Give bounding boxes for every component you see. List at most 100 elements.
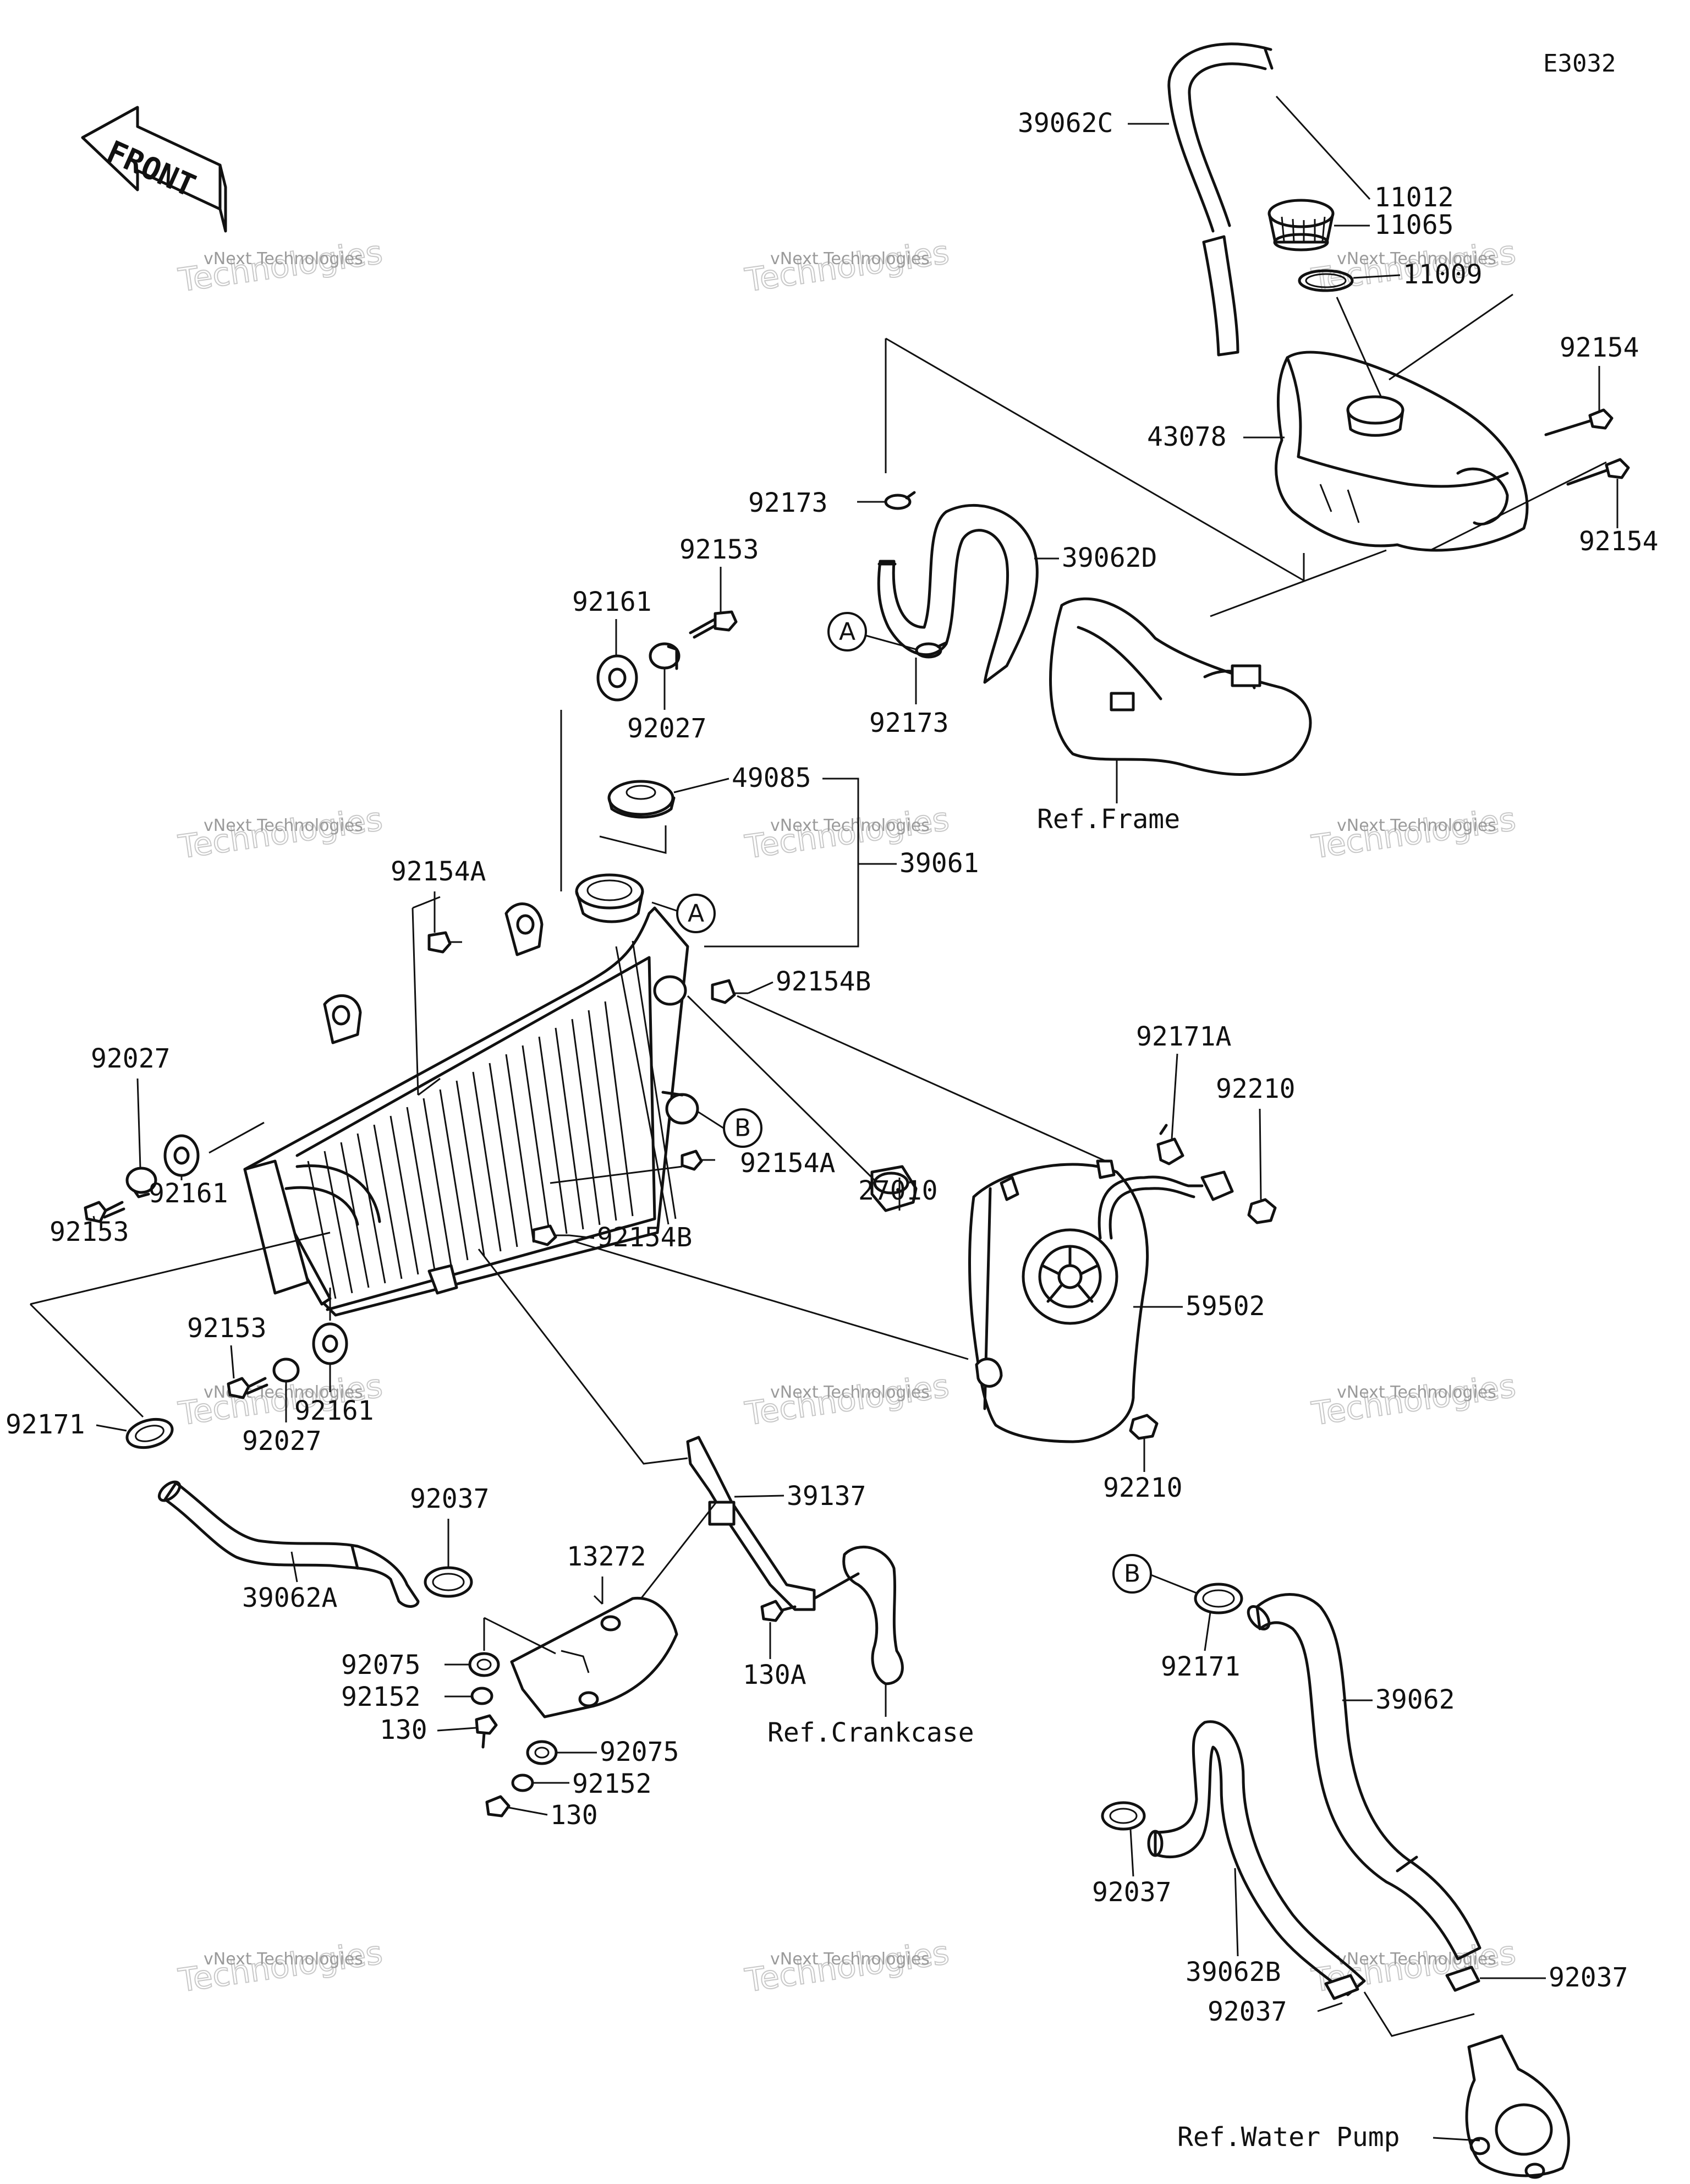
svg-text:vNext Technologies: vNext Technologies	[770, 249, 930, 269]
clamp-icon	[1101, 1801, 1146, 1831]
clamp-icon	[884, 491, 916, 510]
svg-text:vNext Technologies: vNext Technologies	[770, 1950, 930, 1969]
overflow-hose-39062c	[1167, 42, 1274, 357]
label-49085: 49085	[732, 763, 811, 793]
guard-13272	[510, 1596, 678, 1718]
bolt-icon	[1566, 458, 1630, 486]
clamp-icon	[1194, 1583, 1243, 1614]
ref-frame-label: Ref.Frame	[1037, 804, 1180, 835]
stay-39137	[686, 1436, 816, 1611]
label-92154b: 92154B	[776, 966, 871, 997]
label-92171: 92171	[1161, 1651, 1241, 1682]
collar-92027	[649, 642, 681, 670]
bolt-icon	[1544, 408, 1614, 436]
svg-text:vNext Technologies: vNext Technologies	[770, 816, 930, 835]
callout-b: B	[723, 1108, 762, 1148]
radiator-cap-49085	[607, 780, 676, 819]
water-pump	[1465, 2034, 1570, 2179]
svg-text:vNext Technologies: vNext Technologies	[204, 1950, 363, 1969]
svg-text:vNext Technologies: vNext Technologies	[204, 249, 363, 269]
cooling-fan-59502	[968, 1159, 1234, 1443]
label-39062b: 39062B	[1186, 1957, 1281, 1988]
svg-text:B: B	[734, 1114, 751, 1142]
clamp-icon	[1445, 1966, 1480, 1992]
svg-text:vNext Technologies: vNext Technologies	[1337, 1383, 1496, 1402]
label-92027: 92027	[91, 1043, 171, 1074]
watermark: Technologies vNext Technologies	[742, 1366, 952, 1433]
watermark: Technologies vNext Technologies	[742, 233, 952, 299]
label-39062a: 39062A	[242, 1583, 337, 1613]
grommet-92161	[596, 654, 638, 702]
grommet-92075	[526, 1740, 558, 1765]
callout-b: B	[1112, 1554, 1152, 1594]
hose-39062a	[157, 1480, 420, 1608]
label-39137: 39137	[787, 1481, 866, 1512]
bracket-crankcase	[813, 1545, 904, 1685]
label-92153: 92153	[50, 1217, 129, 1247]
label-92171a: 92171A	[1136, 1021, 1231, 1052]
label-11012: 11012	[1374, 182, 1454, 213]
label-92154: 92154	[1579, 526, 1659, 557]
clamp-icon	[915, 641, 948, 659]
diagram-code: E3032	[1543, 50, 1616, 78]
label-92154a: 92154A	[740, 1148, 835, 1179]
bolt-icon	[427, 931, 462, 954]
ref-crankcase-label: Ref.Crankcase	[767, 1717, 974, 1748]
label-11065: 11065	[1374, 210, 1454, 240]
label-92152: 92152	[572, 1769, 652, 1799]
reservoir-tank-43078	[1275, 351, 1529, 552]
radiator-39061	[243, 873, 699, 1317]
label-92173: 92173	[748, 488, 828, 518]
frame-bracket	[1049, 597, 1312, 776]
label-92037: 92037	[1208, 1996, 1287, 2027]
grommet-92161	[312, 1322, 348, 1365]
label-27010: 27010	[858, 1175, 938, 1206]
reservoir-cap	[1268, 199, 1335, 251]
label-92152: 92152	[341, 1682, 421, 1712]
svg-text:vNext Technologies: vNext Technologies	[770, 1383, 930, 1402]
watermark: Technologies vNext Technologies	[175, 1933, 385, 2000]
grommet-92075	[468, 1652, 500, 1677]
bolt-icon	[711, 979, 748, 1004]
svg-text:B: B	[1124, 1560, 1140, 1588]
collar-92027	[125, 1167, 157, 1198]
washer-92152	[470, 1687, 493, 1705]
label-92075: 92075	[600, 1737, 679, 1767]
washer-92152	[511, 1774, 534, 1792]
label-92027: 92027	[627, 713, 707, 744]
label-92173: 92173	[869, 708, 949, 738]
watermark: Technologies vNext Technologies	[742, 1933, 952, 2000]
label-92210: 92210	[1216, 1074, 1296, 1104]
bolt-icon	[689, 610, 738, 639]
grommet-92161	[163, 1134, 200, 1177]
gasket-11009	[1298, 269, 1354, 292]
nut-92210	[1129, 1414, 1159, 1440]
label-130: 130	[550, 1800, 598, 1831]
label-11009: 11009	[1403, 259, 1483, 290]
ref-water-pump-label: Ref.Water Pump	[1177, 2122, 1400, 2153]
callout-a: A	[827, 612, 867, 652]
label-59502: 59502	[1186, 1291, 1265, 1322]
label-92154: 92154	[1560, 332, 1639, 363]
front-arrow-icon: FRONT	[81, 106, 227, 233]
label-92037: 92037	[1549, 1962, 1628, 1993]
label-92037: 92037	[1092, 1877, 1172, 1908]
watermark: Technologies vNext Technologies	[1309, 800, 1518, 866]
hose-39062b	[1147, 1720, 1366, 1996]
svg-text:A: A	[688, 900, 704, 928]
label-39062d: 39062D	[1062, 543, 1157, 573]
bolt-icon	[681, 1150, 715, 1171]
bolt-icon	[475, 1714, 498, 1749]
label-92154b: 92154B	[597, 1222, 692, 1253]
svg-text:vNext Technologies: vNext Technologies	[1337, 816, 1496, 835]
clamp-icon	[125, 1417, 174, 1449]
nut-92210	[1247, 1198, 1277, 1224]
label-39062c: 39062C	[1018, 108, 1113, 139]
svg-text:vNext Technologies: vNext Technologies	[1337, 249, 1496, 269]
label-39062: 39062	[1375, 1684, 1455, 1715]
label-13272: 13272	[567, 1541, 646, 1572]
label-92153: 92153	[187, 1313, 267, 1344]
bolt-icon	[760, 1600, 797, 1622]
